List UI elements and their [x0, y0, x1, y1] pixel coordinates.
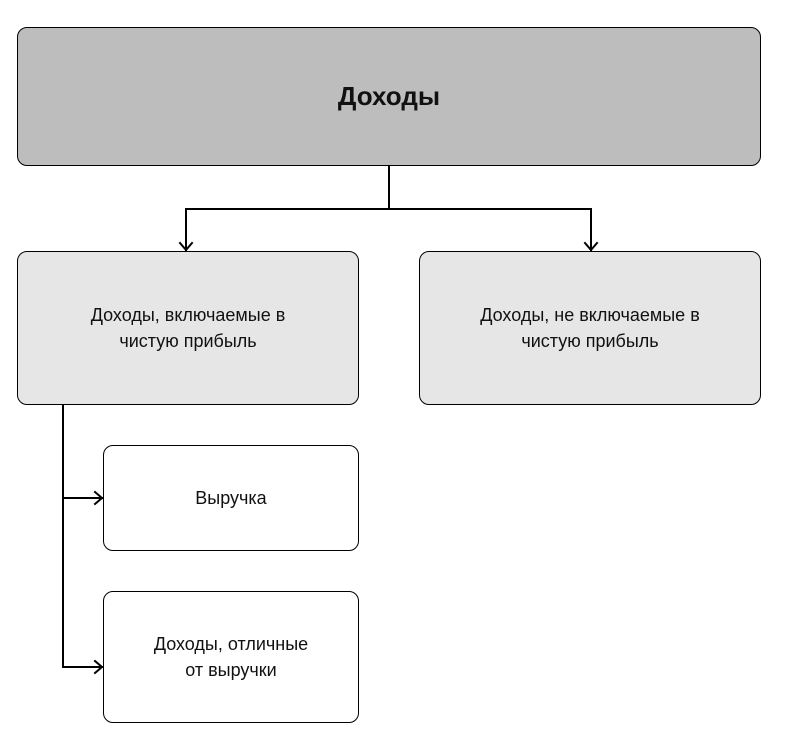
excluded-income-label: Доходы, не включаемые в чистую прибыль [480, 302, 700, 354]
revenue-label: Выручка [195, 485, 266, 511]
included-income-label: Доходы, включаемые в чистую прибыль [91, 302, 286, 354]
right-branch-arrowhead [583, 241, 599, 252]
root-node-label: Доходы [337, 81, 441, 111]
revenue-label-line-1: Выручка [195, 488, 267, 508]
sub1-arrowhead [93, 490, 104, 506]
left-branch-arrowhead [178, 241, 194, 252]
included-income-label-line-1: Доходы, включаемые в [90, 305, 286, 325]
root-node: Доходы [17, 27, 761, 166]
sub2-arrowhead [93, 659, 104, 675]
other-income-label: Доходы, отличные от выручки [154, 631, 308, 683]
included-income-label-line-2: чистую прибыль [119, 331, 257, 351]
excluded-income-label-line-1: Доходы, не включаемые в [480, 305, 700, 325]
other-income-node: Доходы, отличные от выручки [103, 591, 359, 723]
excluded-income-node: Доходы, не включаемые в чистую прибыль [419, 251, 761, 405]
other-income-label-line-2: от выручки [185, 660, 277, 680]
included-income-node: Доходы, включаемые в чистую прибыль [17, 251, 359, 405]
excluded-income-label-line-2: чистую прибыль [521, 331, 659, 351]
revenue-node: Выручка [103, 445, 359, 551]
other-income-label-line-1: Доходы, отличные [153, 634, 309, 654]
